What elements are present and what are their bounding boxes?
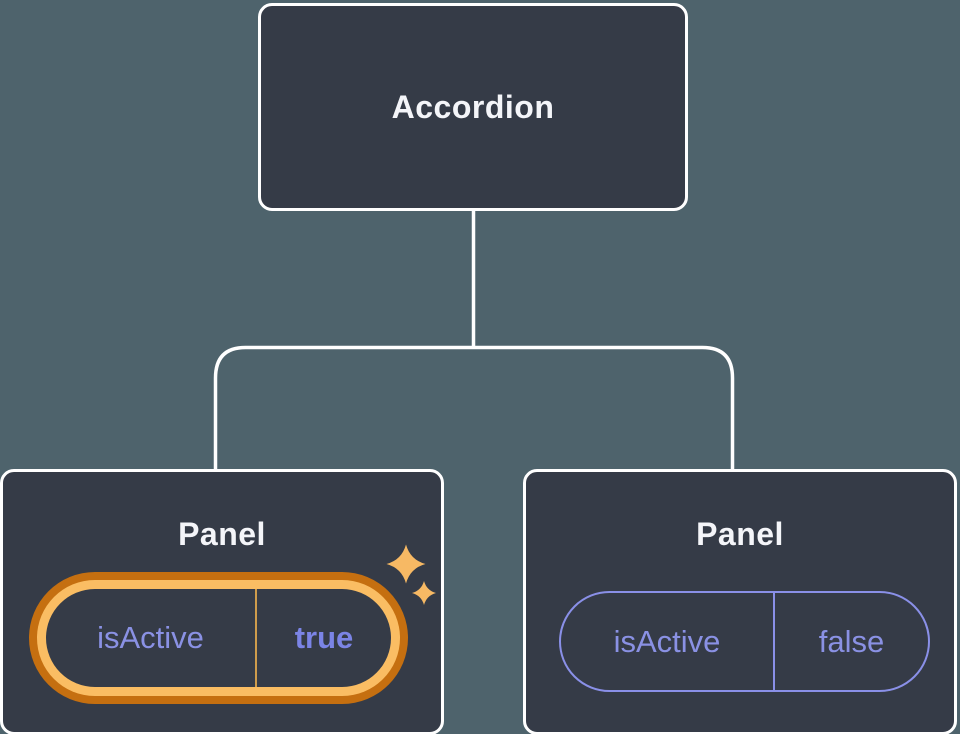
state-value-label: false xyxy=(818,623,885,659)
connector-branch xyxy=(213,345,735,470)
sparkle-small-icon xyxy=(412,581,436,605)
node-accordion-label: Accordion xyxy=(391,88,555,125)
sparkles-icon xyxy=(386,544,436,605)
state-pill-active-inner-ring: isActive true xyxy=(37,580,400,696)
state-pill-inactive: isActive false xyxy=(559,591,930,692)
state-value-label: true xyxy=(294,620,354,655)
state-key-label: isActive xyxy=(97,620,204,655)
sparkle-large-icon xyxy=(386,544,426,584)
state-pill-divider xyxy=(255,589,257,687)
node-panel-active: Panel isActive true xyxy=(0,469,444,734)
node-panel-inactive-label: Panel xyxy=(696,516,784,552)
node-panel-active-label: Panel xyxy=(178,516,266,552)
state-pill-active: isActive true xyxy=(46,589,391,687)
state-key-label: isActive xyxy=(613,623,721,659)
state-pill-active-highlight-ring: isActive true xyxy=(29,572,408,704)
node-accordion: Accordion xyxy=(258,3,688,211)
node-panel-inactive: Panel isActive false xyxy=(523,469,957,734)
state-pill-divider xyxy=(773,593,775,690)
